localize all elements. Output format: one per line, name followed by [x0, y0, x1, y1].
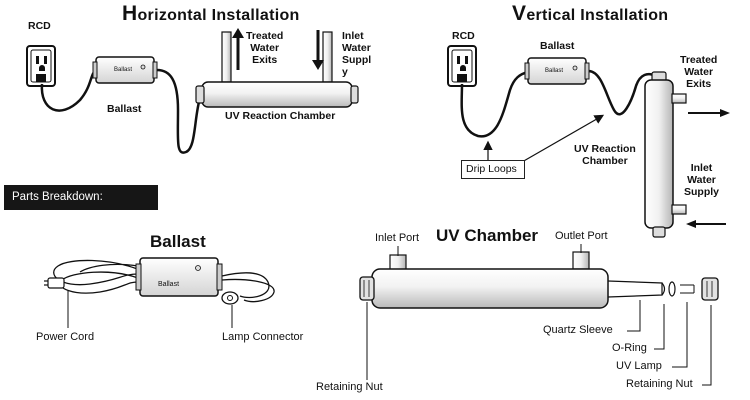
power-outlet-icon — [26, 45, 56, 87]
quartz-sleeve — [607, 280, 666, 298]
uv-lamp-label: UV Lamp — [616, 360, 662, 372]
lamp-cable — [221, 272, 275, 303]
retaining-nut-left-label: Retaining Nut — [316, 381, 383, 393]
quartz-sleeve-label: Quartz Sleeve — [543, 324, 613, 336]
ballast-device-text: Ballast — [158, 281, 180, 288]
outlet-port-label: Outlet Port — [555, 230, 608, 242]
ballast-device — [524, 57, 590, 85]
drip-loops-callout: Drip Loops — [461, 160, 525, 179]
ballast-part-title: Ballast — [150, 232, 206, 251]
parts-breakdown-banner: Parts Breakdown: — [4, 185, 158, 210]
uv-chamber — [359, 251, 609, 309]
ballast-label: Ballast — [107, 103, 142, 115]
uv-chamber-title: UV Chamber — [436, 226, 539, 245]
lamp-connector-icon — [221, 291, 239, 305]
lamp-cord — [588, 69, 657, 116]
rcd-label: RCD — [28, 20, 51, 32]
uv-lamp — [680, 284, 695, 294]
leader-line — [654, 304, 665, 350]
power-cord-label: Power Cord — [36, 331, 95, 343]
o-ring — [668, 281, 676, 297]
rcd-label: RCD — [452, 30, 475, 42]
ballast-device-text: Ballast — [114, 67, 133, 73]
lamp-cord — [156, 68, 202, 154]
ballast-label: Ballast — [540, 40, 575, 52]
retaining-nut — [701, 277, 719, 301]
lamp-connector-label: Lamp Connector — [222, 331, 304, 343]
inlet-port-label: Inlet Port — [375, 232, 420, 244]
leader-line — [702, 305, 712, 386]
chamber-label: UV Reaction Chamber — [225, 110, 336, 122]
drip-loop-pointer — [521, 114, 605, 163]
power-plug-icon — [44, 277, 65, 289]
power-cord — [460, 70, 529, 138]
power-cord — [40, 68, 97, 112]
leader-line — [672, 302, 688, 368]
o-ring-label: O-Ring — [612, 342, 647, 354]
uv-reaction-chamber — [644, 71, 687, 238]
ballast-device-text: Ballast — [545, 68, 564, 74]
leader-line — [627, 300, 641, 332]
retaining-nut-right-label: Retaining Nut — [626, 378, 693, 390]
vertical-title: Vertical Installation — [512, 2, 669, 25]
power-outlet-icon — [447, 45, 477, 87]
horizontal-title: Horizontal Installation — [122, 2, 300, 25]
ballast-device — [135, 257, 223, 297]
arrow-right-icon — [688, 109, 730, 117]
arrow-down-icon — [312, 30, 324, 70]
uv-reaction-chamber — [195, 31, 359, 108]
arrow-left-icon — [686, 220, 726, 228]
arrow-up-icon — [232, 28, 244, 70]
ballast-device — [92, 56, 158, 84]
power-cord — [53, 259, 141, 294]
